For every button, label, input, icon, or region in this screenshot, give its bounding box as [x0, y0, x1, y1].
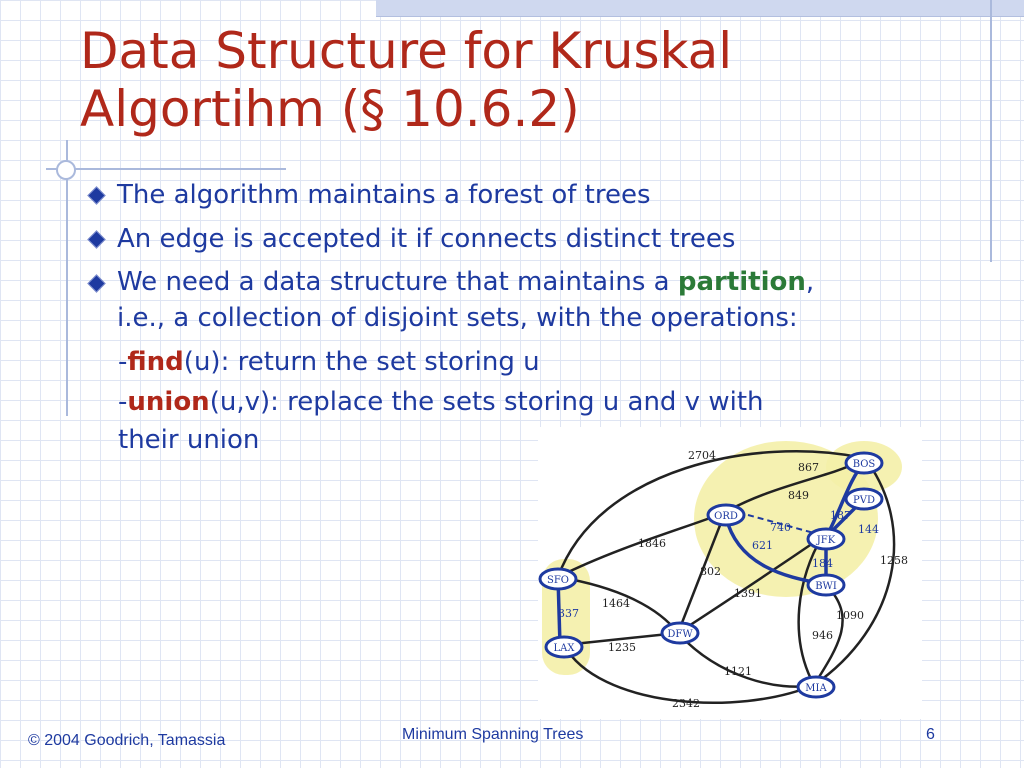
footer-title: Minimum Spanning Trees: [402, 726, 584, 743]
edge-dfw-ord: [676, 514, 726, 634]
union-operation: -union(u,v): replace the sets storing u …: [84, 382, 964, 422]
bullet-list: The algorithm maintains a forest of tree…: [84, 176, 964, 458]
weight-label: 1846: [638, 537, 666, 550]
node-bwi: [806, 573, 846, 597]
bullet-text: We need a data structure that maintains …: [117, 264, 964, 336]
weight-label: 867: [798, 461, 819, 474]
node-jfk: [806, 527, 846, 551]
weight-label: 621: [752, 539, 773, 552]
bullet3-line2: i.e., a collection of disjoint sets, wit…: [117, 303, 798, 333]
left-decorative-line: [66, 140, 68, 416]
weight-label: 144: [858, 523, 879, 536]
edge-sfo-bos: [556, 449, 859, 578]
weight-label: 849: [788, 489, 809, 502]
edge-ord-jfk-dashed: [747, 514, 815, 534]
union-dash: -: [118, 387, 128, 417]
node-dfw: [660, 621, 700, 645]
footer-copyright: © 2004 Goodrich, Tamassia: [28, 732, 226, 749]
edge-sfo-ord: [557, 513, 719, 579]
node-label-sfo: SFO: [547, 575, 569, 586]
node-label-dfw: DFW: [667, 629, 693, 640]
edge-lax-mia: [562, 644, 815, 704]
node-label-bos: BOS: [853, 459, 876, 470]
diamond-bullet-icon: [87, 230, 106, 249]
edge-mia-bwi: [812, 584, 844, 686]
union-description-line2: their union: [118, 425, 260, 455]
graph-figure: BOS PVD ORD JFK BWI SFO LAX DFW MIA 2704…: [538, 427, 922, 719]
edge-mia-bos: [813, 456, 896, 687]
find-keyword: find: [127, 347, 184, 377]
node-lax: [544, 635, 584, 659]
node-label-ord: ORD: [714, 511, 738, 522]
weight-label: 184: [812, 557, 833, 570]
title-line-1: Data Structure for Kruskal: [80, 22, 733, 80]
airport-graph: BOS PVD ORD JFK BWI SFO LAX DFW MIA 2704…: [538, 441, 908, 710]
edge-lax-dfw: [563, 631, 679, 647]
union-keyword: union: [127, 387, 210, 417]
bullet3-pre: We need a data structure that maintains …: [117, 267, 678, 297]
node-ord: [706, 503, 746, 527]
weight-label: 1464: [602, 597, 630, 610]
edge-ord-bos: [723, 461, 857, 515]
bullet-item: An edge is accepted it if connects disti…: [84, 220, 964, 258]
weight-label: 187: [830, 509, 851, 522]
find-description: (u): return the set storing u: [183, 347, 540, 377]
edge-dfw-mia: [677, 632, 815, 688]
weight-label: 2342: [672, 697, 700, 710]
find-dash: -: [118, 347, 128, 377]
node-label-lax: LAX: [554, 643, 576, 654]
title-line-2: Algortihm (§ 10.6.2): [80, 80, 580, 138]
edge-dfw-jfk: [677, 535, 823, 635]
page-number: 6: [926, 726, 935, 743]
bullet-text: The algorithm maintains a forest of tree…: [117, 180, 651, 210]
weight-label: 337: [558, 607, 579, 620]
node-label-mia: MIA: [805, 683, 827, 694]
right-decorative-line: [990, 0, 992, 262]
slide-title: Data Structure for Kruskal Algortihm (§ …: [80, 22, 940, 138]
edge-ord-bwi-mst: [724, 516, 819, 585]
weight-label: 1391: [734, 587, 762, 600]
bullet3-post: ,: [805, 267, 815, 297]
node-bos: [844, 451, 884, 475]
bullet-item: The algorithm maintains a forest of tree…: [84, 176, 964, 214]
weight-label: 1235: [608, 641, 636, 654]
find-operation: -find(u): return the set storing u: [84, 342, 964, 382]
node-pvd: [844, 487, 884, 511]
node-label-pvd: PVD: [853, 495, 875, 506]
diamond-bullet-icon: [87, 274, 106, 293]
bullet-text: An edge is accepted it if connects disti…: [117, 224, 736, 254]
weight-label: 1090: [836, 609, 864, 622]
title-underline: [46, 168, 286, 170]
edge-mia-jfk: [797, 536, 824, 686]
node-label-bwi: BWI: [815, 581, 837, 592]
bullet-item: We need a data structure that maintains …: [84, 264, 964, 336]
weight-label: 1258: [880, 554, 908, 567]
top-decorative-band: [376, 0, 1024, 17]
ring-ornament-icon: [56, 160, 76, 180]
weight-label: 1121: [724, 665, 752, 678]
weight-label: 946: [812, 629, 833, 642]
node-label-jfk: JFK: [816, 535, 836, 546]
weight-label: 740: [770, 521, 791, 534]
node-sfo: [538, 567, 578, 591]
weight-label: 2704: [688, 449, 716, 462]
diamond-bullet-icon: [87, 186, 106, 205]
weight-label: 802: [700, 565, 721, 578]
union-description: (u,v): replace the sets storing u and v …: [209, 387, 764, 417]
partition-keyword: partition: [677, 267, 806, 297]
node-mia: [796, 675, 836, 699]
